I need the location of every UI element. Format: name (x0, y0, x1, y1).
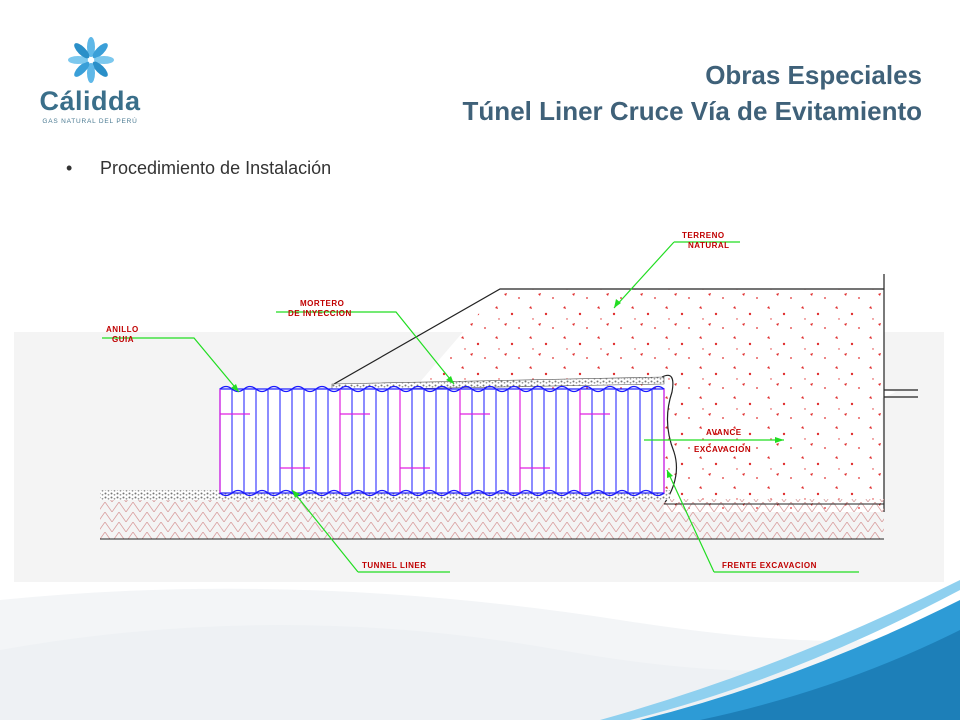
label-tunnel-liner: TUNNEL LINER (362, 561, 427, 570)
label-inyeccion: DE INYECCION (288, 309, 352, 318)
label-anillo: ANILLO (106, 325, 139, 334)
tunnel-liner-diagram: TERRENO NATURAL MORTERO DE INYECCION ANI… (14, 231, 944, 582)
tunnel-liner-rings (219, 385, 665, 497)
gravel-bed (100, 490, 670, 500)
excavation-face (661, 374, 677, 505)
bullet-symbol: • (66, 158, 73, 178)
page-title: Obras Especiales (705, 60, 922, 90)
bullet-item: • Procedimiento de Instalación (66, 158, 331, 179)
flower-logo-icon (68, 37, 114, 83)
label-natural: NATURAL (688, 241, 730, 250)
bullet-text: Procedimiento de Instalación (100, 158, 332, 178)
label-terreno: TERRENO (682, 231, 725, 240)
label-frente-excavacion: FRENTE EXCAVACION (722, 561, 817, 570)
ground-base (100, 499, 884, 539)
background-waves (0, 580, 960, 720)
leader-lines (102, 241, 859, 573)
label-mortero: MORTERO (300, 299, 344, 308)
label-avance: AVANCE (706, 428, 742, 437)
calidda-logo: Cálidda GAS NATURAL DEL PERÚ (30, 36, 150, 126)
label-guia: GUIA (112, 335, 134, 344)
brand-tagline: GAS NATURAL DEL PERÚ (42, 118, 138, 125)
brand-name: Cálidda (39, 86, 141, 116)
page-subtitle: Túnel Liner Cruce Vía de Evitamiento (462, 96, 922, 126)
label-excavacion: EXCAVACION (694, 445, 751, 454)
